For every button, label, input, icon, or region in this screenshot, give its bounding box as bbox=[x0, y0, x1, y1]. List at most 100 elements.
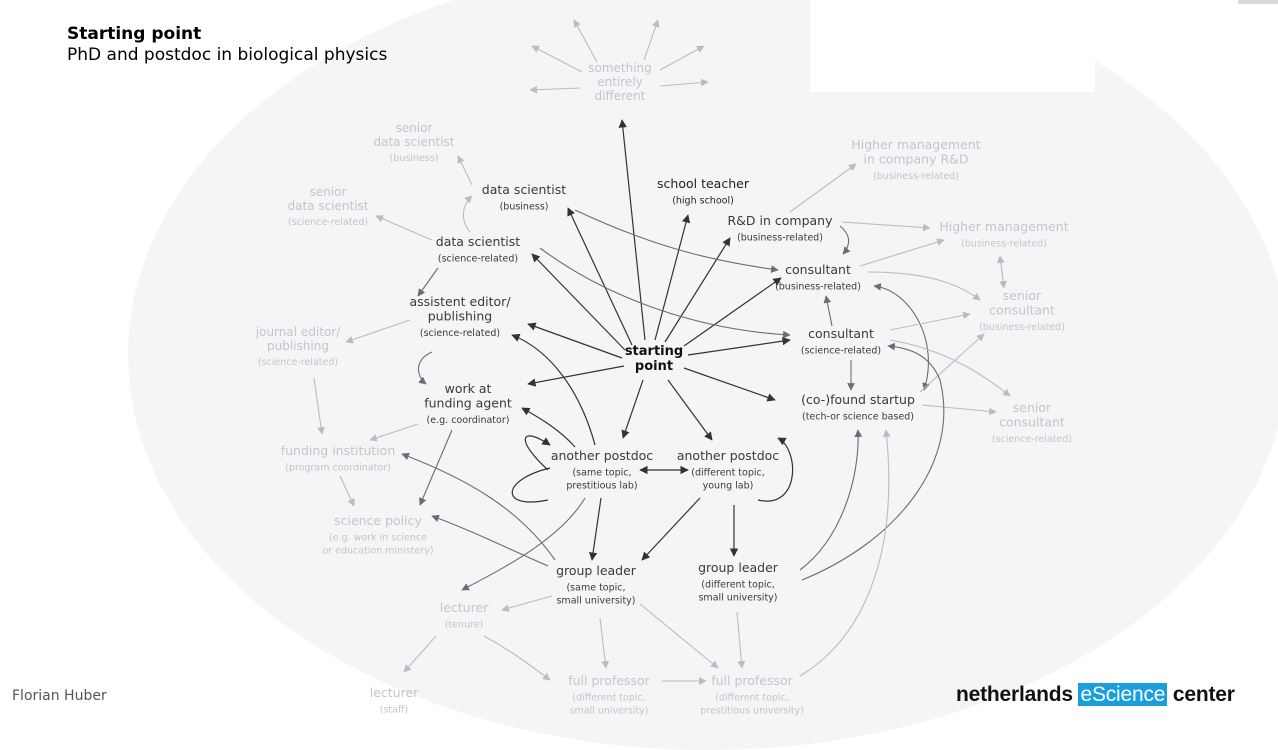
node-sublabel: (business-related) bbox=[737, 233, 823, 244]
arrow-start-to-funding-agent bbox=[527, 365, 625, 387]
node-label: work at bbox=[445, 381, 492, 396]
node-label: consultant bbox=[999, 415, 1065, 430]
arrow-start-to-editor bbox=[527, 322, 623, 359]
arrow-postdoc-same-to-funding bbox=[521, 407, 576, 448]
node-label: group leader bbox=[698, 560, 779, 575]
node-label: full professor bbox=[711, 673, 793, 688]
node-sublabel: (tech-or science based) bbox=[802, 412, 914, 423]
node-label: publishing bbox=[267, 339, 329, 353]
node-sublabel: (business-related) bbox=[961, 239, 1047, 250]
arrow-ds-science-to-senior bbox=[375, 215, 433, 241]
node-postdoc-diff: another postdoc(different topic,young la… bbox=[677, 448, 779, 492]
arrow-consultant-sci-to-senior-cons bbox=[889, 311, 971, 331]
node-sublabel: (science-related) bbox=[420, 328, 500, 339]
arrow-postdoc-to-lecturer bbox=[461, 497, 586, 591]
arrow-postdoc-same-to-editor bbox=[511, 333, 596, 446]
arrow-consultant-to-senior-cons bbox=[867, 271, 981, 301]
arrow-start-to-consultant-science bbox=[687, 336, 791, 356]
node-sublabel: (different topic, bbox=[691, 468, 765, 479]
arrow-different-2 bbox=[573, 19, 598, 63]
node-consultant-science: consultant(science-related) bbox=[801, 326, 881, 357]
arrow-gl-same-to-inst bbox=[401, 452, 556, 561]
node-sublabel: (same topic, bbox=[566, 583, 625, 594]
node-label: data scientist bbox=[287, 199, 368, 213]
node-label: data scientist bbox=[436, 234, 520, 249]
arrow-rd-to-higher-rd bbox=[789, 163, 857, 213]
node-label: lecturer bbox=[370, 685, 419, 700]
node-label: assistent editor/ bbox=[409, 294, 511, 309]
node-label: journal editor/ bbox=[255, 325, 341, 339]
arrow-layer bbox=[313, 19, 1011, 685]
node-ds-science: data scientist (science-related) bbox=[436, 234, 520, 265]
node-sublabel: (e.g. work in science bbox=[329, 533, 427, 544]
node-funding-institution: funding institution(program coordinator) bbox=[281, 443, 396, 474]
arrow-consultant-to-higher bbox=[859, 238, 945, 267]
arrow-gl-diff-to-full-prest bbox=[736, 611, 746, 669]
node-sublabel: small university) bbox=[556, 596, 635, 607]
arrow-start-to-postdoc-diff bbox=[667, 379, 713, 441]
node-sublabel: (business-related) bbox=[873, 171, 959, 182]
arrow-gl-diff-to-consultant-sci bbox=[801, 342, 945, 581]
arrow-editor-to-journal bbox=[345, 319, 411, 344]
node-label: science policy bbox=[334, 513, 422, 528]
node-school-teacher: school teacher(high school) bbox=[657, 176, 750, 207]
arrow-full-prest-to-startup bbox=[799, 429, 891, 677]
arrow-gl-same-to-policy bbox=[431, 514, 549, 567]
slide-subtitle: PhD and postdoc in biological physics bbox=[67, 45, 388, 65]
node-consultant-business: consultant(business-related) bbox=[775, 262, 861, 293]
arrow-lecturer-to-staff bbox=[403, 635, 437, 673]
node-label: full professor bbox=[568, 673, 650, 688]
arrow-postdoc-diff-loop bbox=[757, 437, 794, 502]
node-journal-editor: journal editor/publishing (science-relate… bbox=[255, 325, 341, 368]
logo-text-netherlands: netherlands bbox=[956, 683, 1079, 706]
arrow-different-4 bbox=[659, 45, 705, 71]
node-startup: (co-)found startup(tech-or science based… bbox=[801, 392, 915, 423]
node-sublabel: (different topic, bbox=[715, 693, 789, 704]
background-notch bbox=[810, 0, 1095, 92]
arrow-postdoc-same-loop bbox=[511, 435, 550, 503]
node-sublabel: (staff) bbox=[380, 705, 408, 716]
node-label: lecturer bbox=[440, 600, 489, 615]
node-label: Higher management bbox=[939, 219, 1068, 234]
node-label: another postdoc bbox=[551, 448, 653, 463]
node-sublabel: (business-related) bbox=[775, 282, 861, 293]
node-label: school teacher bbox=[657, 176, 750, 191]
arrow-start-to-ds-business bbox=[567, 207, 633, 346]
arrow-journal-to-funding-inst bbox=[313, 377, 325, 435]
node-sublabel: small university) bbox=[569, 706, 648, 717]
node-sublabel: (different topic, bbox=[572, 693, 646, 704]
arrow-ds-science-to-consultant-sci bbox=[539, 247, 791, 339]
node-sublabel: (science-related) bbox=[258, 357, 338, 368]
slide-title: Starting point bbox=[67, 24, 202, 44]
arrow-funding-agent-to-inst bbox=[369, 423, 419, 442]
node-group-leader-same: group leader(same topic,small university… bbox=[556, 563, 637, 607]
arrow-postdoc-diff-to-gl-same bbox=[641, 497, 701, 561]
node-label: something bbox=[588, 61, 652, 75]
arrow-ds-business-to-senior bbox=[457, 155, 473, 186]
node-label: R&D in company bbox=[727, 213, 833, 228]
arrow-rd-to-higher bbox=[841, 221, 931, 232]
node-sublabel: (science-related) bbox=[288, 217, 368, 228]
arrow-editor-to-funding-loop bbox=[417, 351, 433, 385]
arrow-different-1 bbox=[531, 45, 583, 73]
node-sublabel: (different topic, bbox=[701, 580, 775, 591]
node-sublabel: (science-related) bbox=[438, 254, 518, 265]
arrow-funding-agent-to-policy bbox=[419, 429, 453, 506]
node-label: in company R&D bbox=[863, 152, 968, 167]
node-label: senior bbox=[1003, 288, 1042, 303]
node-label: Higher management bbox=[851, 137, 980, 152]
node-assistant-editor: assistent editor/publishing(science-rela… bbox=[409, 294, 511, 339]
arrow-start-to-ds-science bbox=[531, 253, 626, 351]
node-sublabel: small university) bbox=[698, 593, 777, 604]
arrow-inst-to-policy bbox=[339, 475, 355, 507]
node-label: starting bbox=[625, 344, 683, 359]
corner-tab bbox=[1238, 0, 1278, 4]
arrow-gl-same-to-full-prest bbox=[639, 603, 719, 669]
